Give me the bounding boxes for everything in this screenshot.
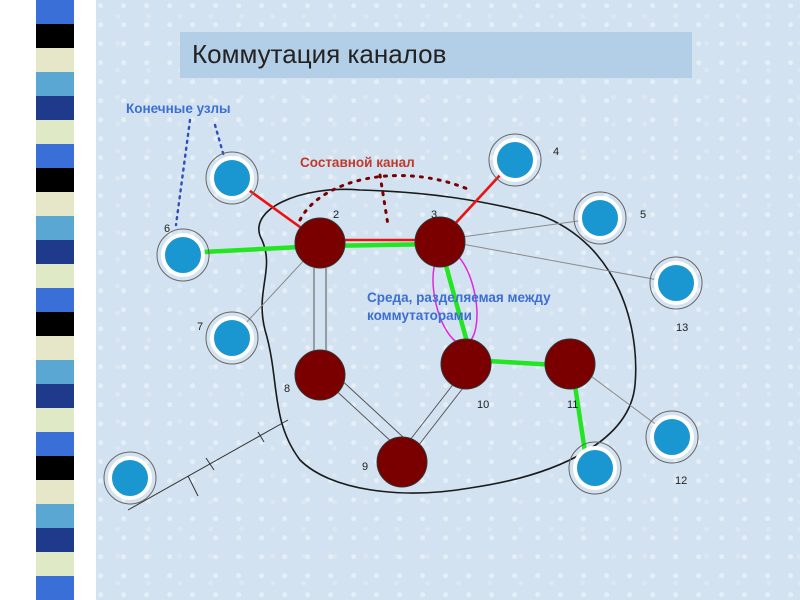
node-number-12: 12 xyxy=(675,475,687,487)
strip-block xyxy=(36,216,74,240)
strip-block xyxy=(36,384,74,408)
host-green-end xyxy=(568,441,622,495)
node-number-2: 2 xyxy=(333,209,339,221)
strip-block xyxy=(36,432,74,456)
node-number-13: 13 xyxy=(676,322,688,334)
node-number-5: 5 xyxy=(640,209,646,221)
host-1 xyxy=(205,151,259,205)
node-number-6: 6 xyxy=(164,223,170,235)
node-number-9: 9 xyxy=(362,461,368,473)
shared-medium-label-2: коммутаторами xyxy=(367,308,472,323)
strip-block xyxy=(36,120,74,144)
node-number-3: 3 xyxy=(431,209,437,221)
strip-block xyxy=(36,312,74,336)
end-nodes-pointer xyxy=(174,118,227,227)
switch-network-boundary xyxy=(258,188,637,494)
strip-block xyxy=(36,552,74,576)
slide-title: Коммутация каналов xyxy=(192,39,447,69)
strip-block xyxy=(36,360,74,384)
strip-block xyxy=(36,0,74,24)
node-number-7: 7 xyxy=(197,321,203,333)
switch-8 xyxy=(294,349,346,401)
strip-block xyxy=(36,288,74,312)
host-12 xyxy=(645,410,699,464)
node-number-11: 11 xyxy=(567,399,578,411)
host-7 xyxy=(205,311,259,365)
strip-block xyxy=(36,336,74,360)
host-5 xyxy=(573,191,627,245)
node-number-10: 10 xyxy=(477,399,489,411)
strip-block xyxy=(36,168,74,192)
strip-block xyxy=(36,408,74,432)
host-lower-left xyxy=(103,451,157,505)
host-4 xyxy=(488,133,542,187)
switch-10 xyxy=(440,338,492,390)
strip-block xyxy=(36,192,74,216)
node-number-4: 4 xyxy=(553,146,559,158)
strip-block xyxy=(36,264,74,288)
strip-block xyxy=(36,504,74,528)
switch-2 xyxy=(294,217,346,269)
strip-block xyxy=(36,144,74,168)
title-bar: Коммутация каналов xyxy=(180,32,692,78)
switch-9 xyxy=(376,436,428,488)
composite-channel-label: Составной канал xyxy=(300,155,415,170)
switch-3 xyxy=(414,216,466,268)
switch-11 xyxy=(544,338,596,390)
strip-block xyxy=(36,576,74,600)
strip-block xyxy=(36,96,74,120)
host-13 xyxy=(649,256,703,310)
shared-medium-label-1: Среда, разделяемая между xyxy=(367,290,551,305)
strip-block xyxy=(36,24,74,48)
strip-block xyxy=(36,480,74,504)
decorative-strip xyxy=(0,0,96,600)
strip-block xyxy=(36,528,74,552)
strip-block xyxy=(36,456,74,480)
switch-links xyxy=(313,268,464,447)
external-line xyxy=(127,419,289,511)
strip-block xyxy=(36,72,74,96)
strip-block xyxy=(36,240,74,264)
strip-block xyxy=(36,48,74,72)
composite-channel-pointer xyxy=(298,173,472,227)
end-nodes-label: Конечные узлы xyxy=(126,101,231,116)
node-number-8: 8 xyxy=(284,383,290,395)
host-6 xyxy=(156,228,210,282)
